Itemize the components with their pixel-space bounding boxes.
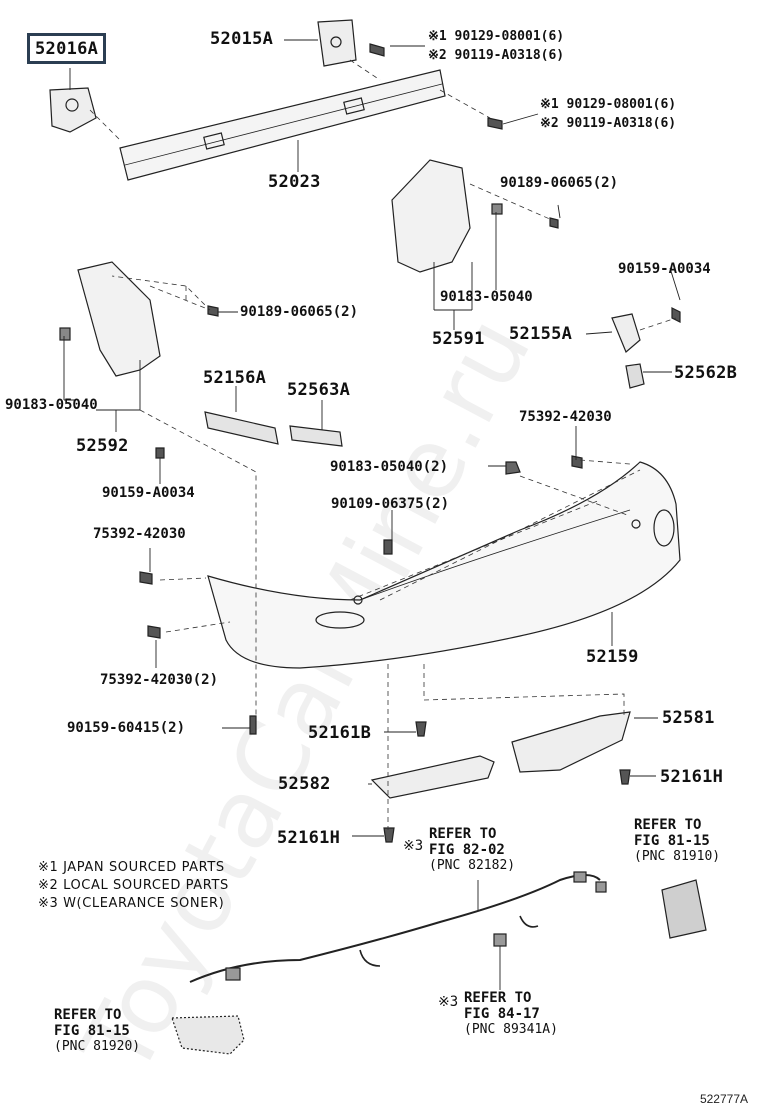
label-75392-mid: 75392-42030 (93, 526, 186, 542)
label-bolt-top-2: ※2 90119-A0318(6) (428, 48, 565, 63)
refer-81-15-left: REFER TO FIG 81-15 (PNC 81920) (54, 1007, 140, 1055)
label-90183-right: 90183-05040 (440, 289, 533, 305)
label-bolt-right-1: ※1 90129-08001(6) (540, 97, 677, 112)
retainer-left (77, 261, 161, 377)
label-52591: 52591 (432, 329, 485, 349)
label-90189-right: 90189-06065(2) (500, 175, 619, 191)
refer-84-17-line1: REFER TO (464, 990, 532, 1006)
label-90159-A0034-right: 90159-A0034 (618, 261, 711, 277)
refer-81-15-right-line2: FIG 81-15 (634, 833, 710, 849)
label-75392-top: 75392-42030 (519, 409, 612, 425)
label-90109: 90109-06375(2) (331, 496, 450, 512)
bumper-cover (207, 461, 681, 669)
refer-84-17: ※3 REFER TO FIG 84-17 (PNC 89341A) (438, 990, 558, 1038)
label-52015A: 52015A (210, 29, 274, 49)
label-90189-left: 90189-06065(2) (240, 304, 359, 320)
figure-id: 522777A (699, 1092, 748, 1106)
label-52581: 52581 (662, 708, 715, 728)
label-52155A: 52155A (509, 324, 573, 344)
bracket-right (317, 19, 357, 67)
label-75392-2: 75392-42030(2) (100, 672, 219, 688)
refer-82-02: ※3 REFER TO FIG 82-02 (PNC 82182) (403, 826, 515, 874)
refer-81-15-right-line3: (PNC 81910) (634, 849, 721, 864)
label-52562B: 52562B (674, 363, 738, 383)
refer-82-02-line2: FIG 82-02 (429, 842, 505, 858)
refer-82-02-mark: ※3 (403, 838, 424, 854)
label-52582: 52582 (278, 774, 331, 794)
refer-81-15-right-line1: REFER TO (634, 817, 702, 833)
label-52156A: 52156A (203, 368, 267, 388)
wire-harness (189, 874, 601, 983)
label-90159-60415: 90159-60415(2) (67, 720, 186, 736)
bracket-left (49, 87, 97, 133)
label-52161H-left: 52161H (277, 828, 341, 848)
label-90183-left: 90183-05040 (5, 397, 98, 413)
label-bolt-right-2: ※2 90119-A0318(6) (540, 116, 677, 131)
bracket-52563A (289, 425, 343, 447)
refer-82-02-line1: REFER TO (429, 826, 497, 842)
label-90159-A0034-left: 90159-A0034 (102, 485, 195, 501)
refer-84-17-line2: FIG 84-17 (464, 1006, 540, 1022)
sensor-bracket-right (661, 879, 707, 939)
bracket-52562B (625, 363, 645, 389)
label-52161H-right: 52161H (660, 767, 724, 787)
label-52159: 52159 (586, 647, 639, 667)
legend-note-2: ※2 LOCAL SOURCED PARTS (38, 878, 229, 893)
refer-82-02-line3: (PNC 82182) (429, 858, 516, 873)
label-52161B: 52161B (308, 723, 372, 743)
label-52563A: 52563A (287, 380, 351, 400)
refer-81-15-left-line3: (PNC 81920) (54, 1039, 141, 1054)
refer-81-15-left-line1: REFER TO (54, 1007, 122, 1023)
retainer-right (391, 159, 471, 273)
label-52023: 52023 (268, 172, 321, 192)
legend-note-3: ※3 W(CLEARANCE SONER) (38, 896, 225, 911)
refer-81-15-right: REFER TO FIG 81-15 (PNC 81910) (634, 817, 720, 865)
bracket-52156A (204, 411, 279, 445)
reflector-left (171, 1015, 245, 1055)
refer-84-17-line3: (PNC 89341A) (464, 1022, 558, 1037)
refer-81-15-left-line2: FIG 81-15 (54, 1023, 130, 1039)
refer-84-17-mark: ※3 (438, 994, 459, 1010)
label-bolt-top-1: ※1 90129-08001(6) (428, 29, 565, 44)
bracket-52582 (370, 755, 495, 799)
bracket-52155A (611, 313, 641, 353)
legend-note-1: ※1 JAPAN SOURCED PARTS (38, 860, 225, 875)
label-52592: 52592 (76, 436, 129, 456)
label-52016A: 52016A (27, 33, 107, 64)
bracket-52581 (511, 711, 631, 773)
label-90183-2: 90183-05040(2) (330, 459, 449, 475)
